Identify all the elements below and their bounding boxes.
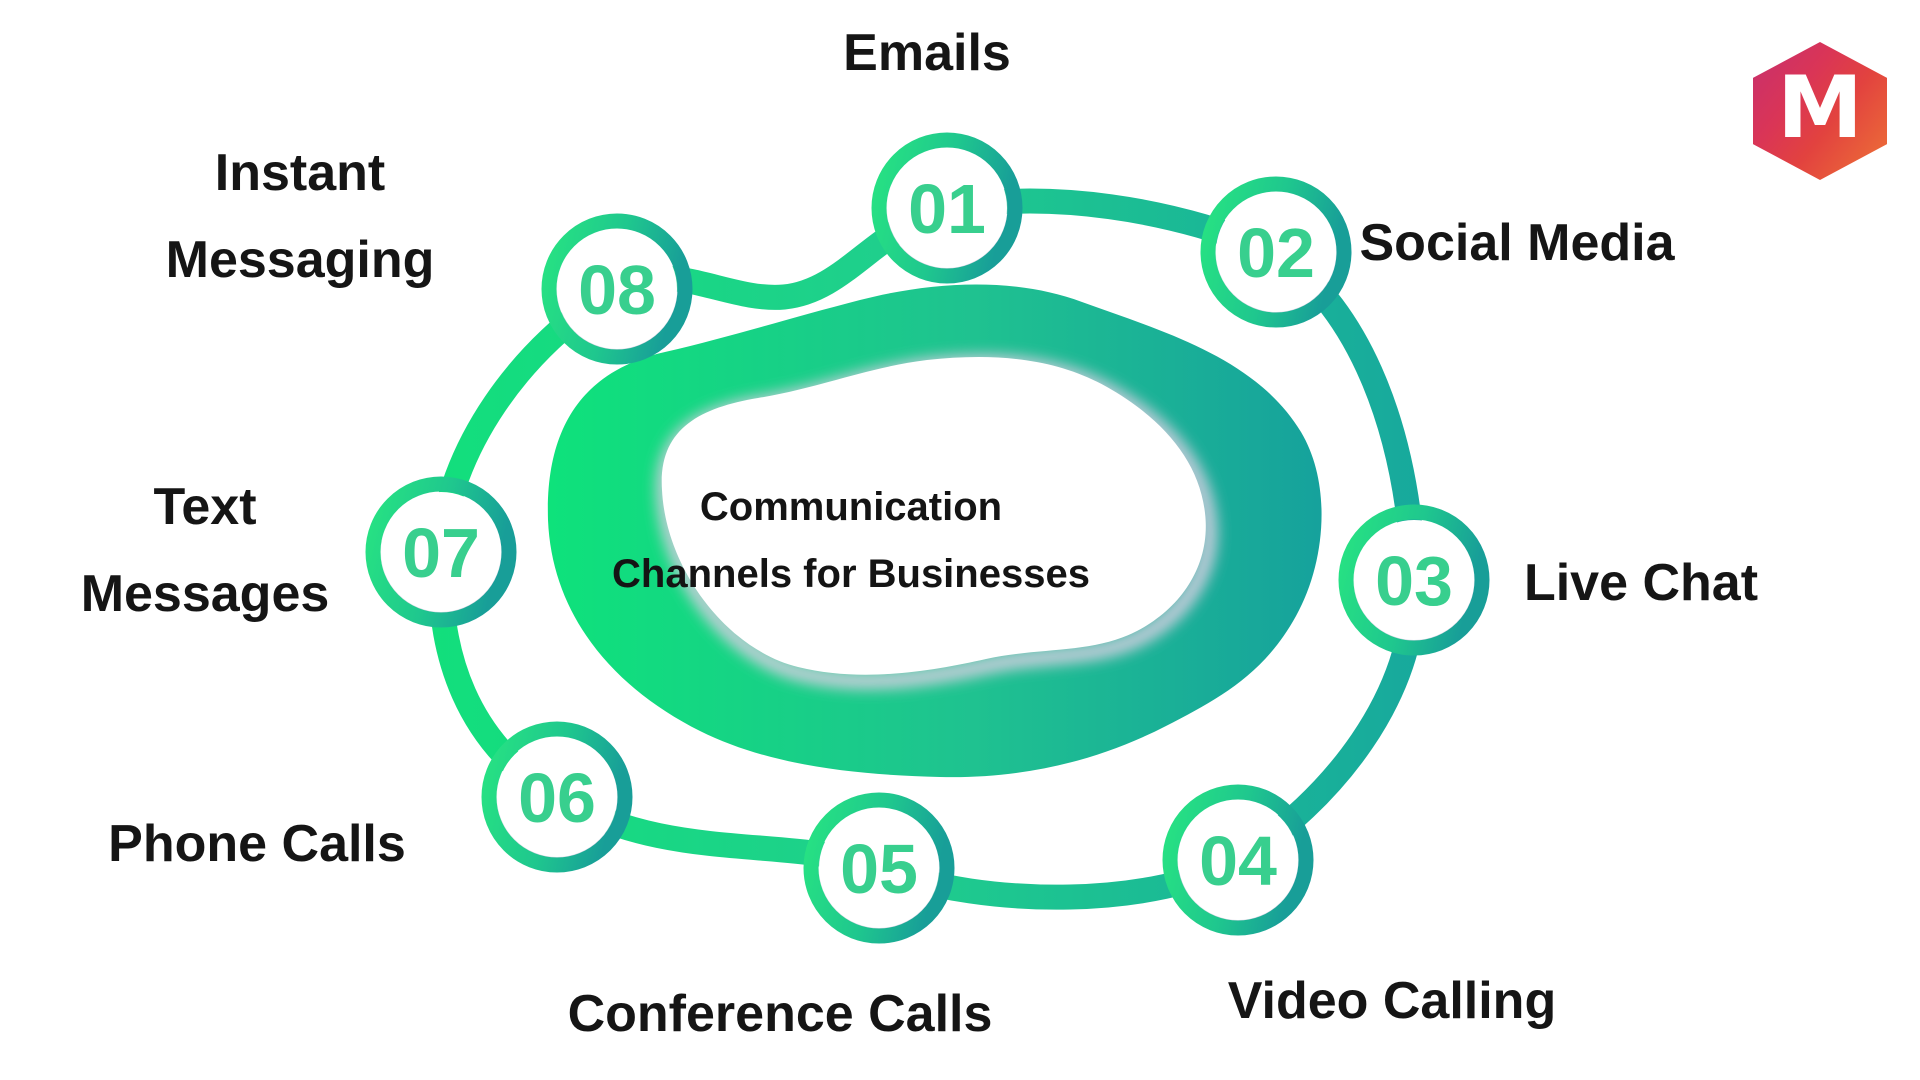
- node-07-ring: [365, 476, 517, 628]
- node-02-ring: [1200, 176, 1352, 328]
- node-08-ring: [541, 213, 693, 365]
- label-conference-calls: Conference Calls: [567, 985, 993, 1043]
- node-03-ring: [1338, 504, 1490, 656]
- center-blob-inner: [661, 357, 1206, 675]
- node-06: 06: [481, 721, 633, 873]
- node-02-number: 02: [1237, 214, 1315, 292]
- label-live-chat: Live Chat: [1523, 554, 1759, 612]
- node-04-inner: [1178, 800, 1298, 920]
- diagram-title: Communication Channels for Businesses: [576, 474, 1126, 608]
- label-instant-messaging: Instant Messaging: [165, 144, 435, 289]
- node-03-number: 03: [1375, 542, 1453, 620]
- node-05-number: 05: [840, 830, 918, 908]
- node-08: 08: [541, 213, 693, 365]
- node-06-number: 06: [518, 759, 596, 837]
- node-06-ring: [481, 721, 633, 873]
- node-05: 05: [803, 792, 955, 944]
- label-text-messages: Text Messages: [80, 478, 330, 623]
- node-02-inner: [1216, 192, 1336, 312]
- node-04-number: 04: [1199, 822, 1277, 900]
- node-01-inner: [887, 148, 1007, 268]
- label-social-media: Social Media: [1359, 214, 1675, 272]
- node-01-ring: [871, 132, 1023, 284]
- node-07: 07: [365, 476, 517, 628]
- node-07-inner: [381, 492, 501, 612]
- node-03-inner: [1354, 520, 1474, 640]
- logo-letter: M: [1777, 58, 1863, 158]
- diagram-title-line2: Channels for Businesses: [612, 552, 1090, 596]
- label-emails: Emails: [843, 24, 1011, 82]
- node-07-number: 07: [402, 514, 480, 592]
- label-video-calling: Video Calling: [1227, 972, 1557, 1030]
- node-01: 01: [871, 132, 1023, 284]
- node-08-number: 08: [578, 251, 656, 329]
- node-04: 04: [1162, 784, 1314, 936]
- node-04-ring: [1162, 784, 1314, 936]
- node-06-inner: [497, 737, 617, 857]
- diagram-title-line1: Communication: [699, 485, 1003, 529]
- node-05-ring: [803, 792, 955, 944]
- node-08-inner: [557, 229, 677, 349]
- node-01-number: 01: [908, 170, 986, 248]
- label-phone-calls: Phone Calls: [108, 815, 406, 873]
- node-03: 03: [1338, 504, 1490, 656]
- node-05-inner: [819, 808, 939, 928]
- node-02: 02: [1200, 176, 1352, 328]
